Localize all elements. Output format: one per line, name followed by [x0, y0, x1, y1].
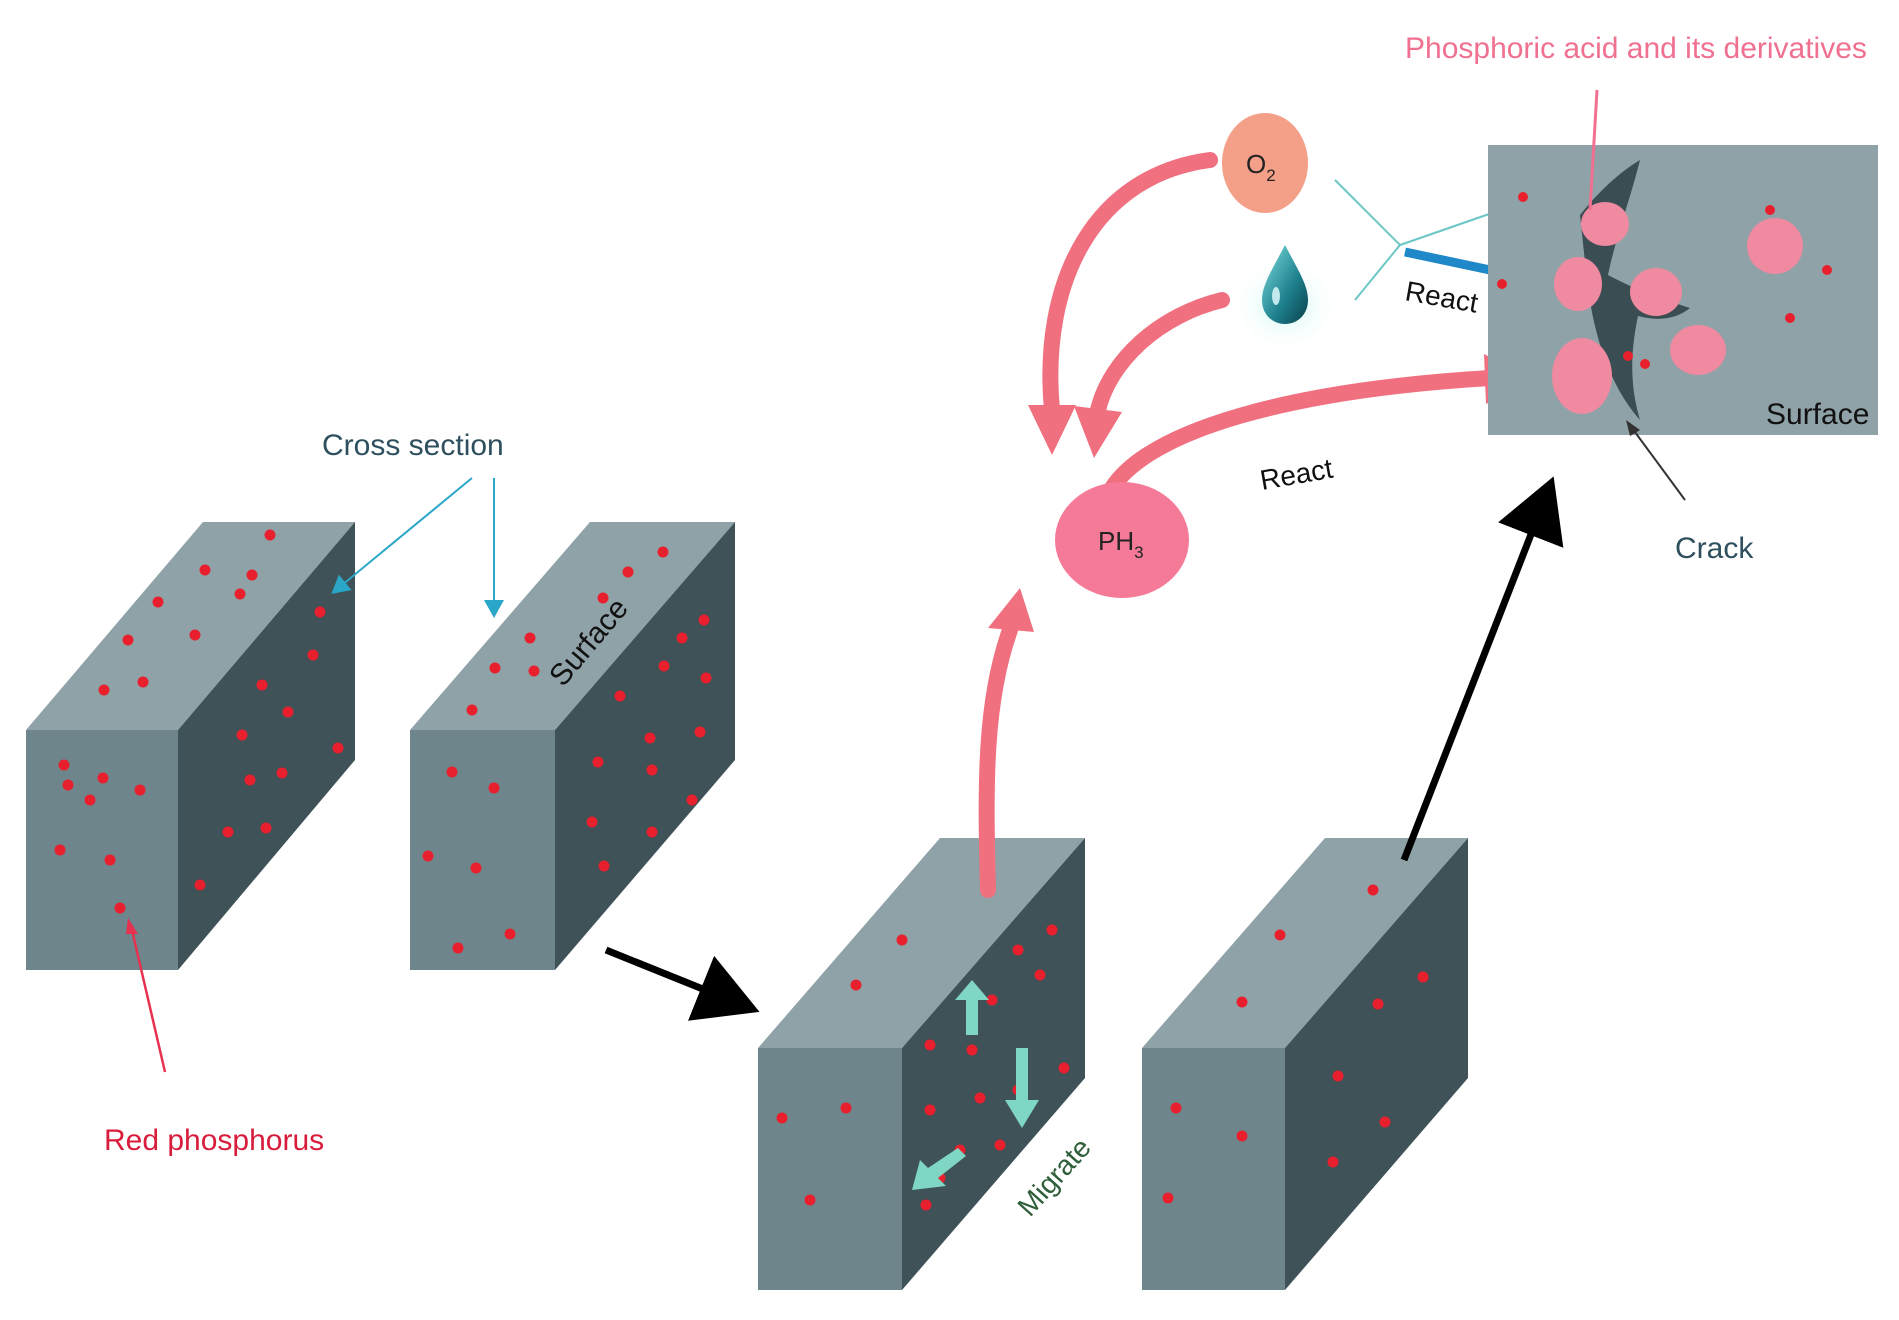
- ph3-ellipse: [1055, 482, 1189, 598]
- o2-molecule: O2: [1222, 113, 1308, 213]
- block-front-face: [410, 730, 555, 970]
- svg-text:PH3: PH3: [1098, 526, 1144, 562]
- red-phosphorus-label: Red phosphorus: [104, 1124, 324, 1157]
- block-to-ph3-arrow: [978, 622, 1018, 898]
- red-phosphorus-pointer: [126, 918, 167, 1073]
- surface-panel-bg: [1488, 145, 1878, 435]
- o2-circle: [1222, 113, 1308, 213]
- crack-pointer: [1626, 420, 1686, 501]
- block-top-face: [1142, 838, 1468, 1048]
- block-front-face: [26, 730, 178, 970]
- surface-panel-dots: [1497, 192, 1832, 369]
- migrate-arrow-left: [912, 1148, 966, 1190]
- migrate-arrows: [912, 980, 1039, 1190]
- phosphoric-acid-label: Phosphoric acid and its derivatives: [1405, 32, 1867, 65]
- o2-label: O: [1246, 149, 1266, 179]
- surface-panel-label: Surface: [1766, 398, 1869, 431]
- react-upper-label: React: [1403, 275, 1481, 318]
- o2-to-ph3-arrow: [1042, 152, 1218, 418]
- cross-section-pointers: [331, 477, 504, 618]
- water-to-ph3-arrow: [1090, 292, 1230, 418]
- ph3-subscript: 3: [1134, 543, 1143, 562]
- migrate-arrow-down: [1005, 1048, 1039, 1128]
- block-migrate: [758, 838, 1085, 1290]
- block-cross-section: [26, 522, 355, 970]
- block-final: [1142, 838, 1468, 1290]
- phosphoric-acid-blobs: [1552, 202, 1803, 414]
- block-top-face: [758, 838, 1085, 1048]
- block-top-face: [410, 522, 735, 730]
- block-front-face: [1142, 1048, 1285, 1290]
- block-surface: [410, 522, 735, 970]
- crack-label: Crack: [1675, 532, 1754, 565]
- ph3-molecule: PH3: [1055, 482, 1189, 598]
- block-side-face: [178, 522, 355, 970]
- red-phosphorus-dots: [422, 546, 712, 954]
- cross-section-label: Cross section: [322, 429, 504, 462]
- ph3-to-surface-arrow: [1104, 370, 1498, 496]
- phosphoric-acid-pointer: [1588, 89, 1599, 211]
- react-lower-label: React: [1258, 453, 1336, 496]
- red-phosphorus-dots: [1162, 884, 1429, 1204]
- red-phosphorus-dots: [54, 529, 344, 914]
- migrate-arrow-up: [955, 980, 989, 1035]
- ph3-label: PH: [1098, 526, 1134, 556]
- o2-subscript: 2: [1266, 166, 1275, 185]
- block-side-face: [555, 522, 735, 970]
- red-phosphorus-dots: [776, 884, 1070, 1211]
- water-drop-icon: [1230, 245, 1340, 348]
- block-side-face: [902, 838, 1085, 1290]
- svg-text:O2: O2: [1246, 149, 1276, 185]
- arrow-to-surface: [1400, 476, 1564, 862]
- surface-panel: Surface: [1488, 145, 1878, 435]
- block-front-face: [758, 1048, 902, 1290]
- pink-arrows: [978, 152, 1534, 898]
- arrow-to-migrate: [604, 946, 760, 1021]
- block-top-face: [26, 522, 355, 730]
- block-side-face: [1285, 838, 1468, 1290]
